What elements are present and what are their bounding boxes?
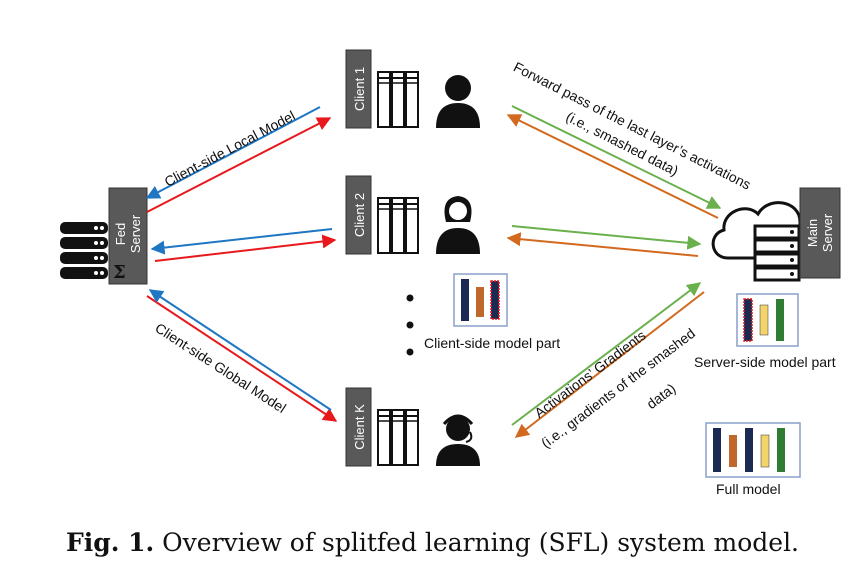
arrow-clientk-to-fed [148, 289, 332, 411]
fed-server-box [108, 187, 148, 285]
figure-caption: Fig. 1. Overview of splitfed learning (S… [0, 528, 865, 557]
full-model-icon [705, 422, 801, 478]
full-model-label: Full model [716, 481, 781, 497]
arrow-client1-to-fed [145, 106, 321, 199]
client1-person-icon [436, 75, 480, 128]
arrow-fed-to-clientk [146, 295, 338, 422]
arrow-client2-to-main [511, 225, 702, 250]
server-side-model-label: Server-side model part [694, 354, 836, 370]
client1-book-icon [377, 71, 419, 128]
forward-pass-label-line1: Forward pass of the last layer’s activat… [511, 58, 754, 192]
arrow-client2-to-fed [150, 228, 333, 255]
clientk-box [345, 387, 372, 467]
clientk-book-icon [377, 409, 419, 466]
sigma-symbol: Σ [113, 262, 126, 283]
client1-label: Client 1 [352, 67, 367, 111]
arrow-client1-to-main [511, 105, 722, 209]
clientk-label: Client K [352, 404, 367, 450]
client2-box [345, 175, 372, 255]
client2-label: Client 2 [352, 193, 367, 237]
client2-person-icon [436, 196, 480, 254]
caption-text: Overview of splitfed learning (SFL) syst… [154, 528, 800, 557]
main-server-box [799, 187, 841, 279]
arrow-fed-to-client1 [146, 117, 332, 213]
client1-box [345, 49, 372, 129]
main-server-label: MainServer [805, 213, 835, 252]
server-side-model-icon [736, 293, 799, 347]
arrow-main-to-client1 [506, 114, 719, 219]
client-local-model-label: Client-side Local Model [162, 107, 298, 189]
more-clients-ellipsis [406, 294, 414, 356]
arrow-fed-to-client2 [154, 234, 337, 262]
client-side-model-icon [453, 273, 508, 327]
fed-server-label: FedServer [113, 214, 143, 253]
arrow-main-to-clientk [514, 291, 705, 438]
caption-label: Fig. 1. [65, 528, 155, 557]
client-side-model-label: Client-side model part [424, 335, 560, 351]
fed-server-icon [60, 222, 108, 279]
gradients-label-line3: data) [643, 380, 678, 412]
client2-book-icon [377, 197, 419, 254]
main-server-stack-icon [753, 224, 801, 282]
arrow-main-to-client2 [506, 232, 699, 257]
clientk-person-icon [436, 414, 480, 466]
arrow-clientk-to-main [511, 282, 702, 426]
